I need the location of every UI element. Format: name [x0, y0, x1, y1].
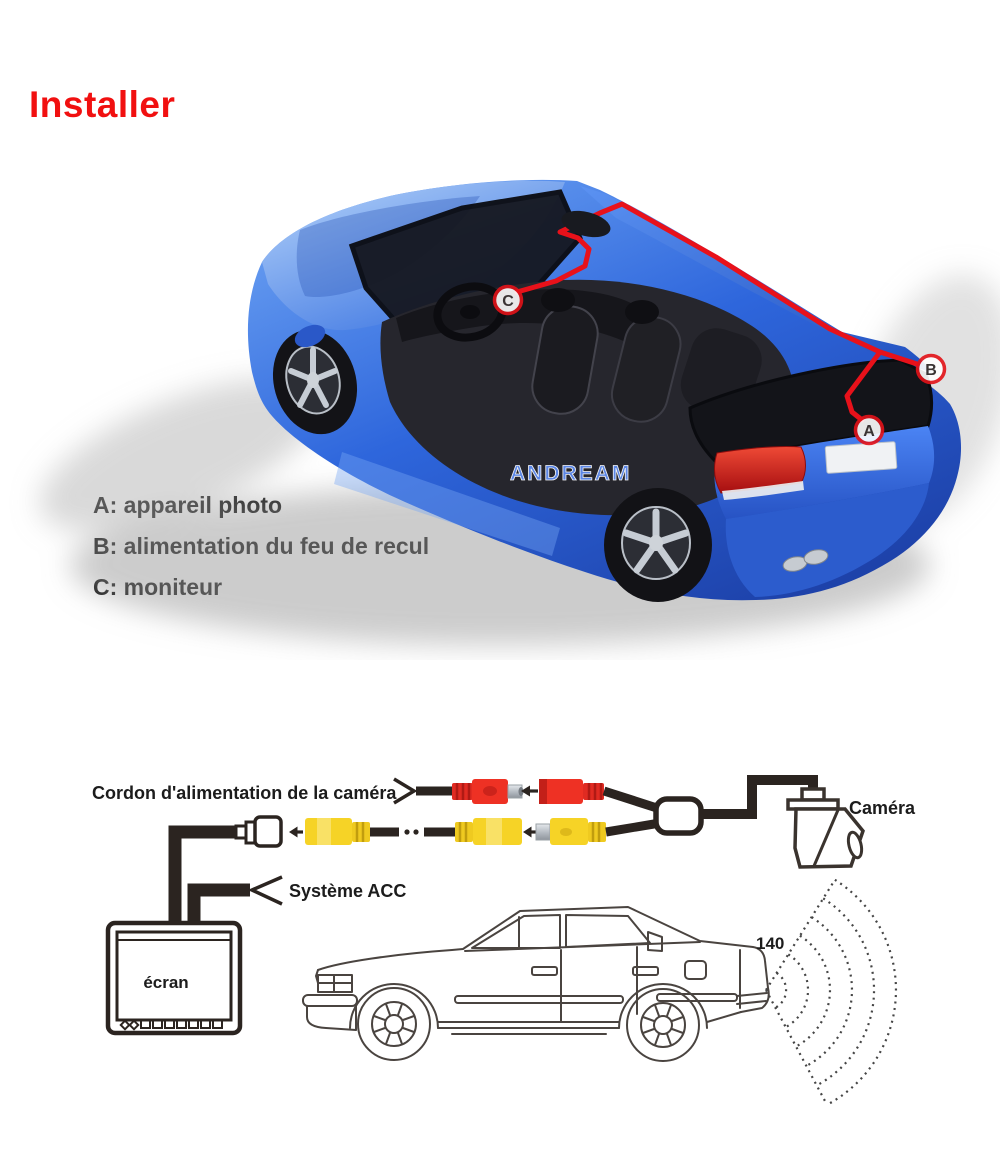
wiring-diagram: Cordon d'alimentation de la caméra Systè…: [92, 775, 916, 1106]
camera-cable: [700, 775, 818, 819]
tail-light-strip: [722, 481, 804, 500]
monitor-icon: écran: [105, 920, 243, 1036]
exhaust-tips: [782, 549, 829, 572]
sensor-fan: [765, 878, 898, 1106]
sensor-angle-label: 140: [756, 934, 784, 953]
cable-junction-box: [653, 796, 704, 836]
plug-arrow-icon: [523, 826, 536, 838]
sedan-outline: [302, 906, 770, 1062]
acc-label: Système ACC: [289, 881, 406, 901]
plug-arrow-icon: [521, 785, 538, 797]
rearview-mirror: [561, 210, 611, 238]
marker-c: C: [492, 284, 524, 316]
camera-icon: [786, 787, 865, 869]
sedan-front-wheel: [357, 987, 431, 1061]
door-mirror: [294, 324, 326, 348]
watermark: ANDREAM: [510, 462, 631, 485]
dashboard: [396, 289, 656, 348]
plug-arrow-icon: [289, 826, 303, 838]
svg-text:C: C: [502, 293, 514, 310]
license-plate: [824, 441, 898, 474]
svg-text:A: A: [863, 423, 875, 440]
monitor-buttons: [119, 1019, 223, 1031]
video-cable: [168, 825, 237, 923]
rca-red-pair: [416, 779, 662, 814]
pointer-chevron-right: [393, 777, 418, 805]
marker-a: A: [853, 414, 885, 446]
camera-label: Caméra: [849, 798, 916, 818]
rear-bumper: [725, 483, 929, 597]
power-cord-label: Cordon d'alimentation de la caméra: [92, 783, 397, 803]
acc-cable: [187, 883, 250, 923]
pointer-chevron-left: [247, 875, 283, 906]
marker-b: B: [915, 353, 947, 385]
sill-highlight: [334, 452, 560, 556]
screen-label: écran: [143, 973, 188, 992]
monitor-video-jack: [234, 815, 283, 848]
driver-seat: [531, 305, 599, 415]
rear-wheel: [604, 488, 712, 602]
front-wheel: [272, 329, 358, 435]
rca-yellow-pair: [305, 818, 661, 845]
car-illustration: ANDREAM C B A: [39, 179, 1000, 645]
page-title: Installer: [29, 84, 176, 125]
passenger-seat: [610, 315, 682, 423]
car-interior: [380, 279, 796, 516]
sedan-rear-wheel: [626, 988, 700, 1062]
svg-text:B: B: [925, 362, 937, 379]
